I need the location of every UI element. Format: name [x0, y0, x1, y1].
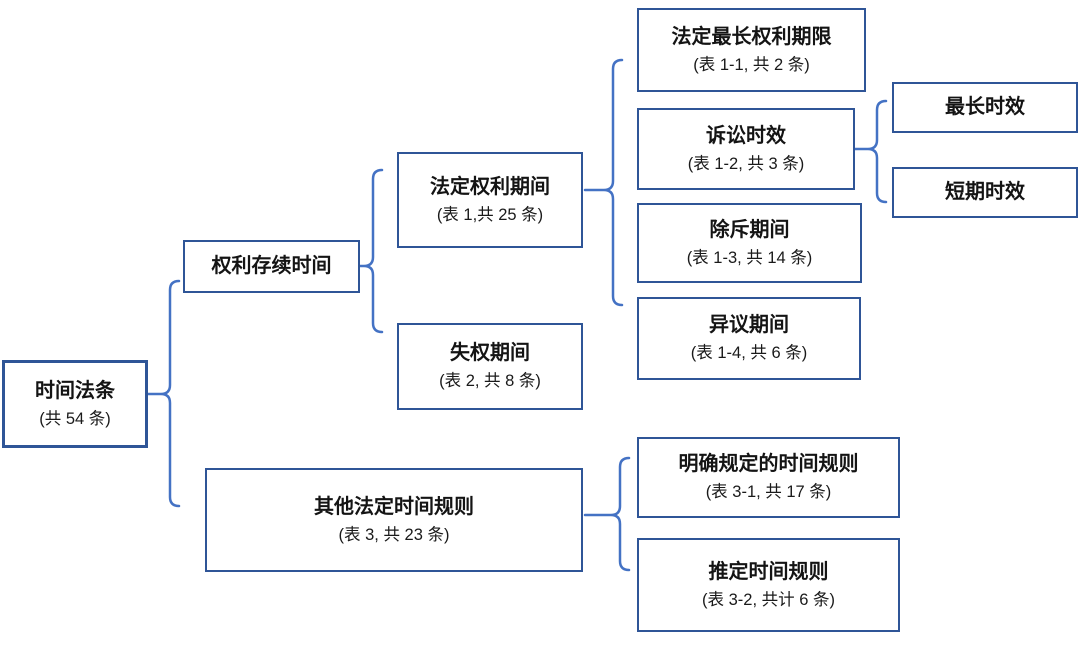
- node-title: 权利存续时间: [211, 255, 332, 277]
- node-title: 时间法条: [35, 379, 115, 402]
- node-subtitle: (表 1-4, 共 6 条): [690, 344, 808, 363]
- node-time-provisions: 时间法条 (共 54 条): [2, 360, 148, 448]
- node-subtitle: (表 1-3, 共 14 条): [686, 248, 813, 267]
- node-litigation-limitation: 诉讼时效 (表 1-2, 共 3 条): [637, 108, 855, 190]
- node-title: 法定最长权利期限: [671, 25, 832, 48]
- node-title: 除斥期间: [709, 218, 790, 241]
- node-max-limitation: 最长时效: [892, 82, 1078, 133]
- node-objection-period: 异议期间 (表 1-4, 共 6 条): [637, 297, 861, 380]
- node-max-statutory-right-term: 法定最长权利期限 (表 1-1, 共 2 条): [637, 8, 866, 92]
- node-subtitle: (表 3-1, 共 17 条): [705, 483, 832, 502]
- node-subtitle: (共 54 条): [39, 409, 111, 428]
- node-forfeiture-period: 失权期间 (表 2, 共 8 条): [397, 323, 583, 410]
- node-title: 其他法定时间规则: [314, 495, 474, 518]
- brace-rights-duration: [358, 168, 384, 334]
- node-title: 明确规定的时间规则: [678, 453, 859, 476]
- node-subtitle: (表 3-2, 共计 6 条): [702, 590, 835, 609]
- node-exclusion-period: 除斥期间 (表 1-3, 共 14 条): [637, 203, 862, 283]
- brace-other-rules: [583, 456, 631, 572]
- node-title: 异议期间: [709, 314, 789, 337]
- node-title: 最长时效: [945, 96, 1025, 118]
- node-title: 法定权利期间: [430, 175, 550, 198]
- node-short-limitation: 短期时效: [892, 167, 1078, 218]
- node-subtitle: (表 2, 共 8 条): [439, 372, 541, 391]
- node-subtitle: (表 3, 共 23 条): [338, 525, 450, 544]
- node-subtitle: (表 1,共 25 条): [436, 205, 544, 224]
- brace-litigation: [853, 99, 888, 204]
- node-subtitle: (表 1-1, 共 2 条): [693, 55, 810, 74]
- node-other-statutory-time-rules: 其他法定时间规则 (表 3, 共 23 条): [205, 468, 583, 572]
- node-title: 推定时间规则: [708, 560, 829, 583]
- node-title: 诉讼时效: [706, 124, 786, 147]
- node-statutory-right-period: 法定权利期间 (表 1,共 25 条): [397, 152, 583, 248]
- brace-root: [146, 279, 181, 508]
- node-rights-duration: 权利存续时间: [183, 240, 360, 293]
- node-explicit-time-rules: 明确规定的时间规则 (表 3-1, 共 17 条): [637, 437, 900, 518]
- node-presumed-time-rules: 推定时间规则 (表 3-2, 共计 6 条): [637, 538, 900, 632]
- brace-statutory-right: [583, 58, 624, 307]
- node-title: 短期时效: [945, 181, 1025, 203]
- node-title: 失权期间: [450, 342, 530, 365]
- node-subtitle: (表 1-2, 共 3 条): [687, 154, 805, 173]
